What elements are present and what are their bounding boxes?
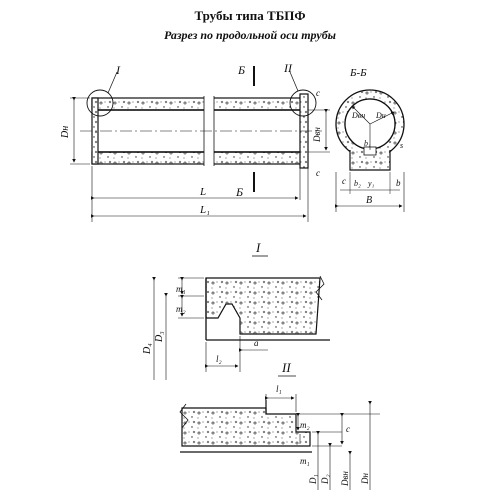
section-label-b1: b₁: [364, 139, 371, 148]
pipe-wall-top: [91, 97, 307, 111]
detail-I-m1: m₁: [176, 284, 186, 294]
drawing-title: Трубы типа ТБПФ: [194, 8, 306, 23]
pipe-wall-bottom: [91, 151, 307, 165]
detail-II-D2: D₂: [320, 474, 330, 485]
detail-II-body: [181, 407, 311, 447]
detail-I-m2: m₂: [176, 304, 186, 314]
dim-L: L: [199, 186, 206, 198]
section-label-b2: b₂: [354, 179, 361, 188]
detail-II-Dvn: Dвн: [340, 471, 350, 487]
section-label-Dvn: Dвн: [351, 111, 365, 120]
detail-I-D4: D₄: [142, 343, 153, 355]
detail-II-m2: m₂: [300, 420, 310, 430]
callout-I-circle: [86, 89, 114, 117]
detail-II-D1: D₁: [308, 474, 318, 485]
dim-Dn-main: Dн: [60, 126, 71, 139]
callout-II-label: II: [283, 61, 293, 75]
section-label-c: c: [342, 176, 346, 186]
detail-II-title: II: [281, 360, 291, 375]
section-view: Б-Б Dвн Dн b₁ b₂ y₁ b c s B: [335, 67, 405, 212]
section-mark-top: Б: [237, 63, 245, 77]
section-label-s: s: [400, 141, 403, 150]
dim-Dvn-main: Dвн: [312, 127, 322, 143]
detail-I-title: I: [255, 240, 261, 255]
dim-c-top: c: [316, 88, 320, 98]
detail-I-a: a: [254, 338, 259, 348]
detail-I-D3: D₃: [154, 331, 165, 343]
detail-II-Dn: Dн: [360, 473, 370, 485]
detail-I-body: [205, 277, 321, 335]
detail-II-m1: m₁: [300, 456, 310, 466]
section-label-B: B: [366, 195, 372, 206]
section-label-y1: y₁: [367, 179, 375, 188]
callout-I-label: I: [115, 63, 121, 77]
dim-c-bottom: c: [316, 168, 320, 178]
detail-II: II l₁ m₂ m₁ c D₁: [179, 360, 380, 490]
callout-II-circle: [289, 89, 317, 117]
detail-I: I m₁ m₂ D₄ D₃ l₂ a: [142, 240, 330, 380]
dim-L1: L₁: [199, 204, 210, 216]
drawing-subtitle: Разрез по продольной оси трубы: [163, 28, 337, 42]
section-mark-bottom: Б: [235, 185, 243, 199]
section-title: Б-Б: [349, 67, 367, 79]
detail-II-l1: l₁: [276, 384, 282, 394]
main-view: I II Б Б Dн Dвн c c: [60, 61, 330, 222]
detail-II-c: c: [346, 424, 350, 434]
detail-I-l2: l₂: [216, 354, 222, 364]
section-label-b: b: [396, 178, 401, 188]
section-label-Dn: Dн: [375, 111, 386, 120]
